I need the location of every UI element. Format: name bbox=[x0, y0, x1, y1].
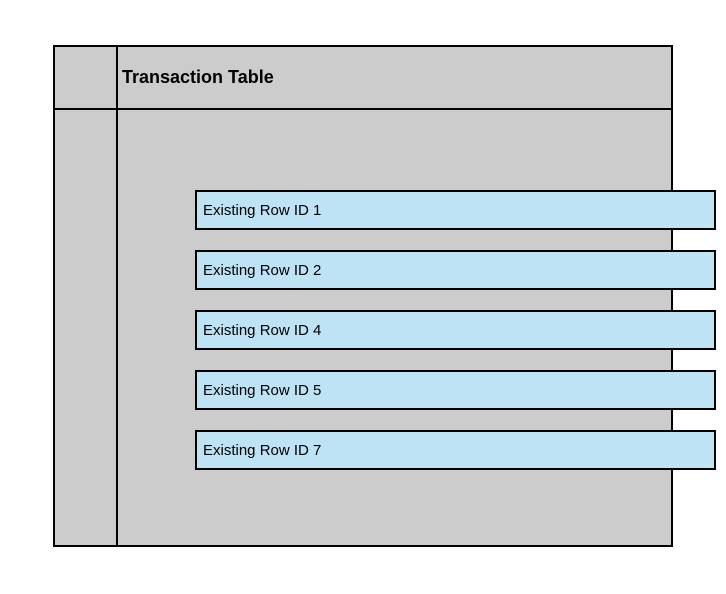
table-row[interactable]: Existing Row ID 1 bbox=[195, 190, 716, 230]
table-row[interactable]: Existing Row ID 5 bbox=[195, 370, 716, 410]
table-body: Existing Row ID 1 Existing Row ID 2 Exis… bbox=[118, 110, 716, 545]
row-label: Existing Row ID 1 bbox=[203, 201, 322, 219]
row-label: Existing Row ID 4 bbox=[203, 321, 322, 339]
row-label: Existing Row ID 2 bbox=[203, 261, 322, 279]
table-row[interactable]: Existing Row ID 7 bbox=[195, 430, 716, 470]
table-row[interactable]: Existing Row ID 4 bbox=[195, 310, 716, 350]
row-label: Existing Row ID 5 bbox=[203, 381, 322, 399]
row-label: Existing Row ID 7 bbox=[203, 441, 322, 459]
table-row[interactable]: Existing Row ID 2 bbox=[195, 250, 716, 290]
table-header: Transaction Table bbox=[118, 47, 671, 108]
header-divider-line bbox=[55, 108, 671, 110]
transaction-table-container: Transaction Table Existing Row ID 1 Exis… bbox=[53, 45, 716, 547]
table-title: Transaction Table bbox=[122, 67, 274, 87]
column-divider-line bbox=[116, 47, 118, 545]
left-gutter-cell bbox=[55, 47, 116, 545]
